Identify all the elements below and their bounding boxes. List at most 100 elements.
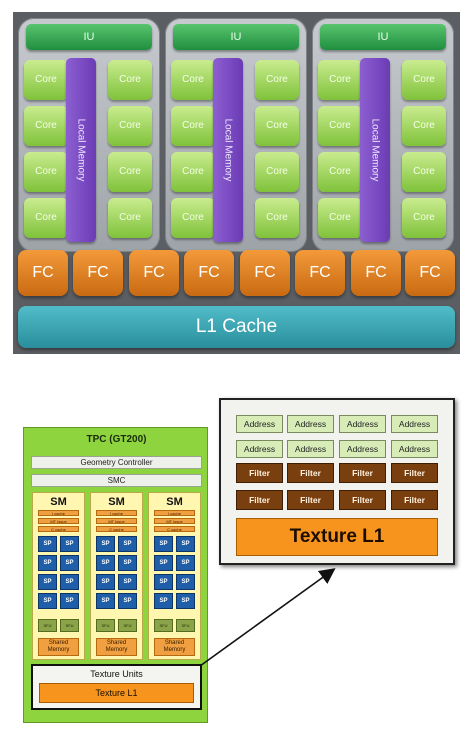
core-block: Core [255, 60, 299, 100]
filter-unit: Filter [339, 490, 386, 510]
core-block: Core [171, 152, 215, 192]
sp-unit: SP [176, 555, 195, 571]
sp-unit: SP [60, 536, 79, 552]
core-block: Core [402, 152, 446, 192]
fc-unit: FC [18, 250, 68, 296]
core-block: Core [108, 106, 152, 146]
address-unit: Address [236, 415, 283, 433]
streaming-multiprocessor: SM I cache MT Issue C cache SP SP SP SP … [32, 492, 85, 660]
ccache-strip: C cache [38, 526, 79, 532]
sp-unit: SP [96, 574, 115, 590]
mt-issue-strip: MT Issue [38, 518, 79, 524]
ccache-strip: C cache [154, 526, 195, 532]
texture-units-label: Texture Units [90, 669, 143, 679]
fc-unit: FC [184, 250, 234, 296]
local-memory-label: Local Memory [75, 118, 87, 182]
sp-unit: SP [154, 536, 173, 552]
filter-unit: Filter [391, 490, 438, 510]
core-cluster: IU Core Core Core Core Local Memory Core… [165, 18, 307, 252]
address-unit: Address [391, 415, 438, 433]
sfu-unit: SFU [38, 619, 57, 632]
sp-unit: SP [96, 536, 115, 552]
core-block: Core [171, 106, 215, 146]
tpc-title: TPC (GT200) [86, 434, 147, 445]
sfu-unit: SFU [176, 619, 195, 632]
sp-unit: SP [38, 574, 57, 590]
address-unit: Address [339, 440, 386, 458]
cpu-style-block-diagram: IU Core Core Core Core Local Memory Core… [13, 12, 460, 354]
sp-unit: SP [118, 555, 137, 571]
filter-unit: Filter [391, 463, 438, 483]
sfu-unit: SFU [96, 619, 115, 632]
sp-unit: SP [38, 536, 57, 552]
filter-unit: Filter [236, 463, 283, 483]
core-block: Core [318, 198, 362, 238]
streaming-multiprocessor: SM I cache MT Issue C cache SP SP SP SP … [148, 492, 201, 660]
core-block: Core [255, 152, 299, 192]
core-block: Core [108, 198, 152, 238]
texture-l1-large: Texture L1 [236, 518, 438, 556]
sp-unit: SP [60, 555, 79, 571]
tpc-panel: TPC (GT200) Geometry Controller SMC SM I… [23, 427, 208, 723]
icache-strip: I cache [154, 510, 195, 516]
core-block: Core [171, 198, 215, 238]
sp-unit: SP [38, 555, 57, 571]
mt-issue-strip: MT Issue [154, 518, 195, 524]
core-cluster: IU Core Core Core Core Local Memory Core… [18, 18, 160, 252]
core-block: Core [402, 106, 446, 146]
sp-unit: SP [176, 536, 195, 552]
address-unit: Address [236, 440, 283, 458]
shared-memory-block: Shared Memory [154, 638, 195, 656]
sp-unit: SP [176, 593, 195, 609]
sp-unit: SP [96, 555, 115, 571]
texture-l1-small: Texture L1 [39, 683, 194, 703]
address-unit: Address [287, 415, 334, 433]
sp-unit: SP [176, 574, 195, 590]
core-block: Core [24, 60, 68, 100]
l1-cache-block: L1 Cache [18, 306, 455, 348]
smc-bar: SMC [31, 474, 202, 487]
mt-issue-strip: MT Issue [96, 518, 137, 524]
core-block: Core [255, 198, 299, 238]
local-memory-label: Local Memory [369, 118, 381, 182]
streaming-multiprocessor: SM I cache MT Issue C cache SP SP SP SP … [90, 492, 143, 660]
sp-unit: SP [154, 593, 173, 609]
instruction-unit: IU [320, 24, 446, 50]
filter-unit: Filter [236, 490, 283, 510]
sp-unit: SP [154, 555, 173, 571]
core-block: Core [402, 60, 446, 100]
instruction-unit: IU [173, 24, 299, 50]
address-unit: Address [339, 415, 386, 433]
local-memory-block: Local Memory [360, 58, 390, 242]
filter-unit: Filter [287, 490, 334, 510]
core-block: Core [255, 106, 299, 146]
filter-unit: Filter [287, 463, 334, 483]
sm-title: SM [50, 496, 67, 508]
core-cluster: IU Core Core Core Core Local Memory Core… [312, 18, 454, 252]
sm-title: SM [166, 496, 183, 508]
sp-unit: SP [38, 593, 57, 609]
sp-unit: SP [60, 593, 79, 609]
core-block: Core [318, 60, 362, 100]
sfu-unit: SFU [154, 619, 173, 632]
core-block: Core [108, 152, 152, 192]
sfu-unit: SFU [118, 619, 137, 632]
sfu-unit: SFU [60, 619, 79, 632]
core-block: Core [402, 198, 446, 238]
sp-unit: SP [118, 593, 137, 609]
instruction-unit: IU [26, 24, 152, 50]
shared-memory-block: Shared Memory [38, 638, 79, 656]
core-block: Core [171, 60, 215, 100]
fc-unit: FC [240, 250, 290, 296]
icache-strip: I cache [38, 510, 79, 516]
fc-unit: FC [405, 250, 455, 296]
sp-unit: SP [118, 574, 137, 590]
address-unit: Address [391, 440, 438, 458]
fc-unit: FC [295, 250, 345, 296]
sm-title: SM [108, 496, 125, 508]
local-memory-block: Local Memory [213, 58, 243, 242]
core-block: Core [108, 60, 152, 100]
core-block: Core [24, 106, 68, 146]
sp-unit: SP [96, 593, 115, 609]
texture-units-box: Texture Units Texture L1 [31, 664, 202, 710]
